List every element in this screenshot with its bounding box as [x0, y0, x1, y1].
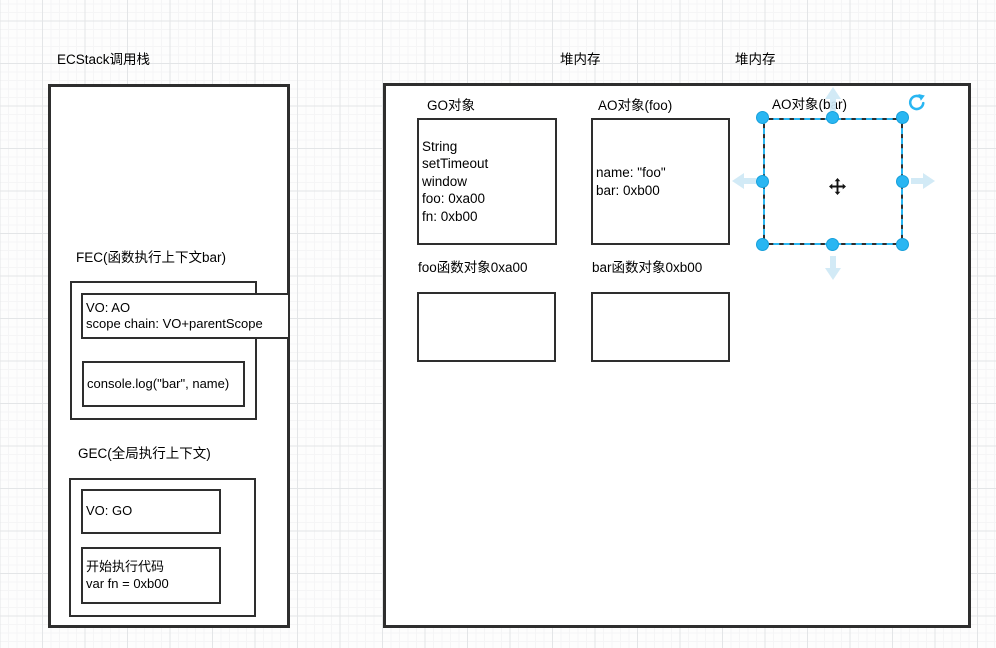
gec-vo-text: VO: GO	[86, 503, 133, 519]
resize-handle-top-right[interactable]	[896, 111, 909, 124]
gec-vo-box[interactable]: VO: GO	[81, 489, 221, 534]
fec-vo-text: VO: AO scope chain: VO+parentScope	[86, 299, 263, 332]
connect-arrow-left-icon[interactable]	[731, 172, 757, 190]
go-object-box[interactable]: String setTimeout window foo: 0xa00 fn: …	[417, 118, 557, 245]
ecstack-title[interactable]: ECStack调用栈	[57, 52, 151, 67]
fec-code-box[interactable]: console.log("bar", name)	[82, 361, 245, 407]
gec-code-box[interactable]: 开始执行代码 var fn = 0xb00	[81, 547, 221, 604]
gec-label[interactable]: GEC(全局执行上下文)	[78, 446, 211, 461]
resize-handle-bottom-left[interactable]	[756, 238, 769, 251]
resize-handle-top-middle[interactable]	[826, 111, 839, 124]
bar-fn-label[interactable]: bar函数对象0xb00	[592, 260, 703, 275]
ao-foo-box[interactable]: name: "foo" bar: 0xb00	[591, 118, 730, 245]
connect-arrow-up-icon[interactable]	[824, 86, 842, 112]
heap-title-left[interactable]: 堆内存	[560, 52, 601, 67]
bar-fn-box[interactable]	[591, 292, 730, 362]
ao-foo-label[interactable]: AO对象(foo)	[598, 98, 673, 113]
ao-foo-text: name: "foo" bar: 0xb00	[596, 165, 666, 198]
resize-handle-middle-right[interactable]	[896, 175, 909, 188]
fec-vo-box[interactable]: VO: AO scope chain: VO+parentScope	[81, 293, 290, 339]
rotate-icon[interactable]	[907, 93, 926, 112]
resize-handle-top-left[interactable]	[756, 111, 769, 124]
ao-bar-label[interactable]: AO对象(bar)	[772, 97, 848, 112]
heap-title-right[interactable]: 堆内存	[735, 52, 776, 67]
fec-code-text: console.log("bar", name)	[87, 375, 230, 391]
connect-arrow-down-icon[interactable]	[824, 255, 842, 281]
connect-arrow-right-icon[interactable]	[910, 172, 936, 190]
foo-fn-box[interactable]	[417, 292, 556, 362]
foo-fn-label[interactable]: foo函数对象0xa00	[418, 260, 528, 275]
gec-code-text: 开始执行代码 var fn = 0xb00	[86, 559, 169, 591]
fec-label[interactable]: FEC(函数执行上下文bar)	[76, 250, 227, 265]
move-cursor-icon	[829, 178, 846, 195]
go-object-text: String setTimeout window foo: 0xa00 fn: …	[422, 138, 489, 224]
resize-handle-bottom-middle[interactable]	[826, 238, 839, 251]
resize-handle-bottom-right[interactable]	[896, 238, 909, 251]
resize-handle-middle-left[interactable]	[756, 175, 769, 188]
go-object-label[interactable]: GO对象	[427, 98, 476, 113]
